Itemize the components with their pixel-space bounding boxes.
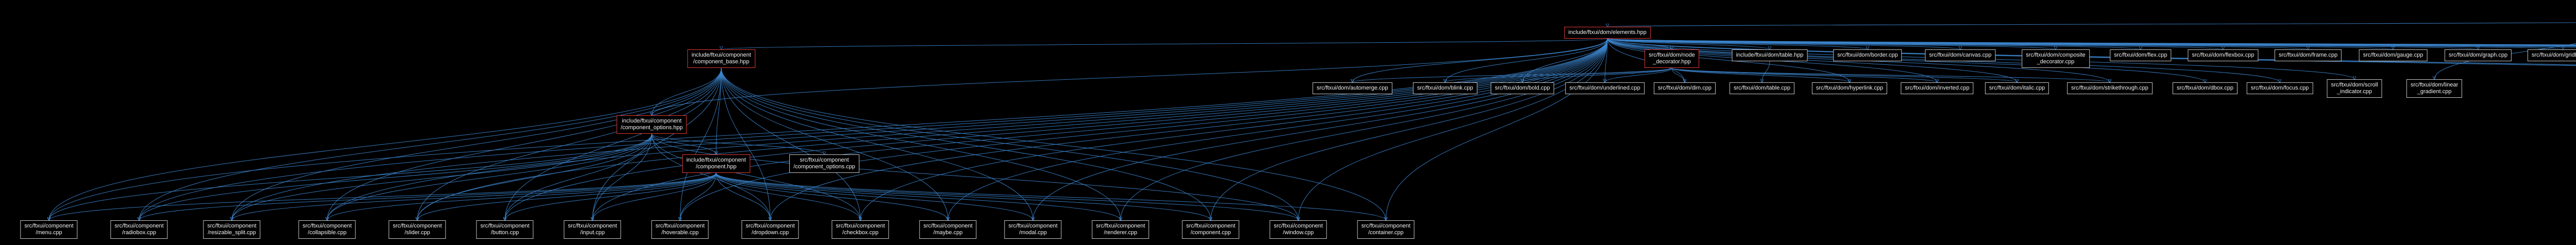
graph-node-container[interactable]: src/ftxui/component /container.cpp [1357,220,1415,239]
graph-node-bold[interactable]: src/ftxui/dom/bold.cpp [1490,82,1554,94]
graph-node-scroll_indicator[interactable]: src/ftxui/dom/scroll _indicator.cpp [2327,79,2382,98]
graph-node-blink[interactable]: src/ftxui/dom/blink.cpp [1413,82,1478,94]
graph-node-component_base[interactable]: include/ftxui/component /component_base.… [687,49,755,68]
graph-node-composite_decorator[interactable]: src/ftxui/dom/composite _decorator.cpp [2022,49,2090,68]
graph-node-italic[interactable]: src/ftxui/dom/italic.cpp [1985,82,2049,94]
graph-node-collapsible[interactable]: src/ftxui/component /collapsible.cpp [298,220,356,239]
graph-node-flexbox[interactable]: src/ftxui/dom/flexbox.cpp [2188,49,2259,61]
graph-node-component_options_cpp[interactable]: src/ftxui/component /component_options.c… [789,154,859,173]
graph-node-hyperlink[interactable]: src/ftxui/dom/hyperlink.cpp [1811,82,1888,94]
graph-node-table_cpp[interactable]: src/ftxui/dom/table.cpp [1729,82,1795,94]
graph-node-dim[interactable]: src/ftxui/dom/dim.cpp [1654,82,1716,94]
graph-node-elements[interactable]: include/ftxui/dom/elements.hpp [1564,27,1651,39]
graph-node-graph[interactable]: src/ftxui/dom/graph.cpp [2444,49,2512,61]
graph-node-button[interactable]: src/ftxui/component /button.cpp [476,220,534,239]
graph-node-gridbox[interactable]: src/ftxui/dom/gridbox.cpp [2527,49,2576,61]
graph-node-component_options_hpp[interactable]: include/ftxui/component /component_optio… [616,115,687,134]
graph-node-lg_cpp[interactable]: src/ftxui/dom/linear _gradient.cpp [2406,79,2463,98]
graph-node-focus[interactable]: src/ftxui/dom/focus.cpp [2246,82,2313,94]
graph-node-node_decorator[interactable]: src/ftxui/dom/node _decorator.hpp [1645,49,1699,68]
graph-node-dropdown[interactable]: src/ftxui/component /dropdown.cpp [741,220,799,239]
graph-node-window[interactable]: src/ftxui/component /window.cpp [1269,220,1327,239]
graph-node-strikethrough[interactable]: src/ftxui/dom/strikethrough.cpp [2067,82,2153,94]
graph-node-table_hpp[interactable]: include/ftxui/dom/table.hpp [1732,49,1808,61]
graph-node-component_hpp[interactable]: include/ftxui/component /component.hpp [682,154,750,173]
graph-node-gauge[interactable]: src/ftxui/dom/gauge.cpp [2359,49,2428,61]
graph-node-flex[interactable]: src/ftxui/dom/flex.cpp [2110,49,2172,61]
graph-node-hoverable[interactable]: src/ftxui/component /hoverable.cpp [651,220,709,239]
graph-node-canvas[interactable]: src/ftxui/dom/canvas.cpp [1925,49,1996,61]
graph-node-maybe[interactable]: src/ftxui/component /maybe.cpp [919,220,977,239]
graph-node-component_cpp[interactable]: src/ftxui/component /component.cpp [1182,220,1240,239]
graph-node-menu[interactable]: src/ftxui/component /menu.cpp [20,220,78,239]
graph-node-frame[interactable]: src/ftxui/dom/frame.cpp [2274,49,2342,61]
graph-node-radiobox[interactable]: src/ftxui/component /radiobox.cpp [110,220,168,239]
graph-node-slider[interactable]: src/ftxui/component /slider.cpp [388,220,446,239]
graph-node-checkbox[interactable]: src/ftxui/component /checkbox.cpp [832,220,889,239]
graph-node-dbox[interactable]: src/ftxui/dom/dbox.cpp [2172,82,2238,94]
graph-node-border[interactable]: src/ftxui/dom/border.cpp [1833,49,1902,61]
graph-node-underlined[interactable]: src/ftxui/dom/underlined.cpp [1565,82,1645,94]
graph-node-inverted[interactable]: src/ftxui/dom/inverted.cpp [1901,82,1974,94]
graph-node-automerge[interactable]: src/ftxui/dom/automerge.cpp [1312,82,1393,94]
graph-node-modal[interactable]: src/ftxui/component /modal.cpp [1004,220,1062,239]
graph-node-input[interactable]: src/ftxui/component /input.cpp [564,220,621,239]
graph-node-renderer[interactable]: src/ftxui/component /renderer.cpp [1092,220,1149,239]
graph-node-resizable_split[interactable]: src/ftxui/component /resizable_split.cpp [203,220,261,239]
